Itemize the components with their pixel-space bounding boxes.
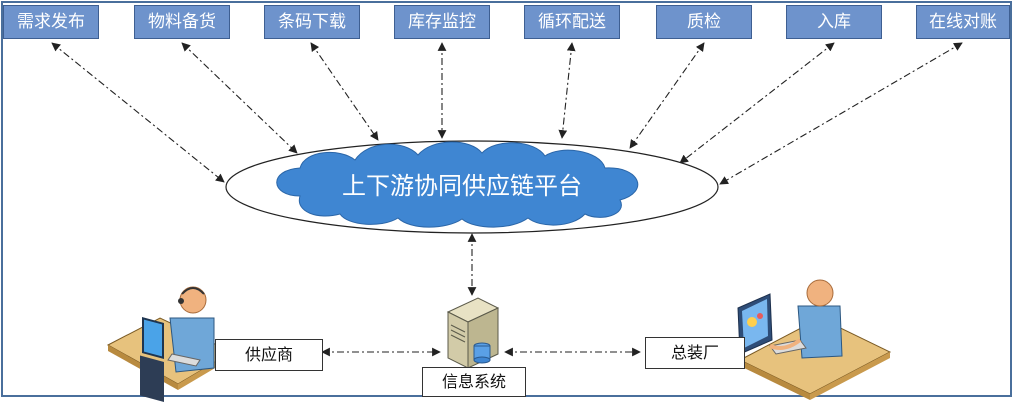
module-demand-release: 需求发布 [3, 5, 99, 39]
assembly-plant-label: 总装厂 [645, 337, 745, 369]
connector-cyclic-delivery [558, 42, 576, 139]
connector-quality-inspection [629, 42, 705, 149]
supplier-label: 供应商 [215, 339, 323, 371]
module-quality-inspection: 质检 [656, 5, 752, 39]
connector-barcode-download [310, 42, 379, 141]
info-system-label: 信息系统 [422, 367, 526, 397]
module-barcode-download: 条码下载 [264, 5, 360, 39]
platform-title: 上下游协同供应链平台 [342, 172, 582, 200]
module-inventory-monitoring: 库存监控 [394, 5, 490, 39]
module-material-stocking: 物料备货 [134, 5, 230, 39]
connector-warehousing [679, 42, 835, 164]
connector-online-reconciliation [719, 42, 963, 185]
module-cyclic-delivery: 循环配送 [524, 5, 620, 39]
module-warehousing: 入库 [786, 5, 882, 39]
supplier-workstation-icon [106, 286, 234, 402]
cloud-shape [276, 141, 639, 228]
connector-material-stocking [181, 42, 298, 154]
assembly-plant-workstation-icon [737, 279, 892, 400]
connector-demand-release [51, 42, 225, 183]
server-icon [446, 297, 500, 369]
module-online-reconciliation: 在线对账 [916, 5, 1010, 39]
